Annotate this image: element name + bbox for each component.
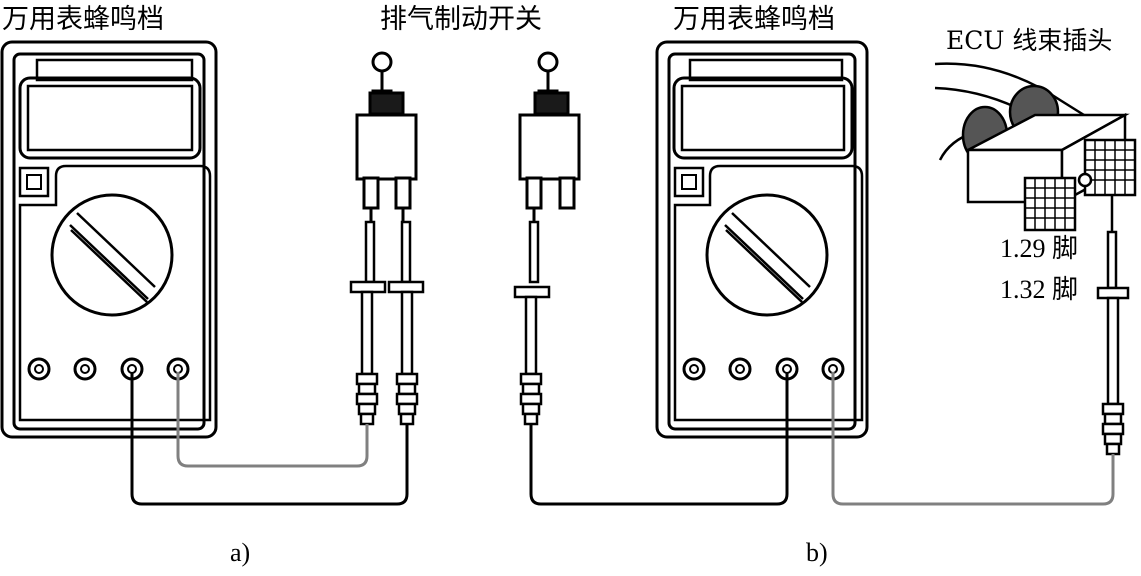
pin-label-29: 1.29 脚 [1000, 234, 1078, 263]
rotary-dial-a-icon [50, 193, 174, 317]
caption-exhaust-brake-switch: 排气制动开关 [380, 4, 542, 35]
ecu-harness-connector [934, 62, 1137, 232]
probe-red-b [1096, 196, 1130, 456]
multimeter-a [0, 40, 218, 439]
subfigure-label-b: b) [806, 538, 828, 567]
probe-black-a [349, 220, 387, 426]
rotary-dial-b-icon [705, 193, 829, 317]
caption-multimeter-left: 万用表蜂鸣档 [2, 4, 164, 35]
exhaust-brake-switch-b [518, 51, 581, 222]
caption-multimeter-right: 万用表蜂鸣档 [673, 4, 835, 35]
lead-black-a [130, 372, 409, 506]
probe-black-b [513, 220, 551, 426]
caption-ecu-connector: ECU 线束插头 [946, 26, 1112, 55]
lead-gray-b [831, 372, 1115, 506]
pin-label-32: 1.32 脚 [1000, 275, 1078, 304]
probe-red-a [387, 220, 425, 426]
multimeter-b [655, 40, 869, 439]
subfigure-label-a: a) [230, 538, 250, 567]
lead-gray-a [176, 372, 369, 468]
exhaust-brake-switch-a [355, 51, 418, 222]
lead-black-b [529, 372, 789, 506]
